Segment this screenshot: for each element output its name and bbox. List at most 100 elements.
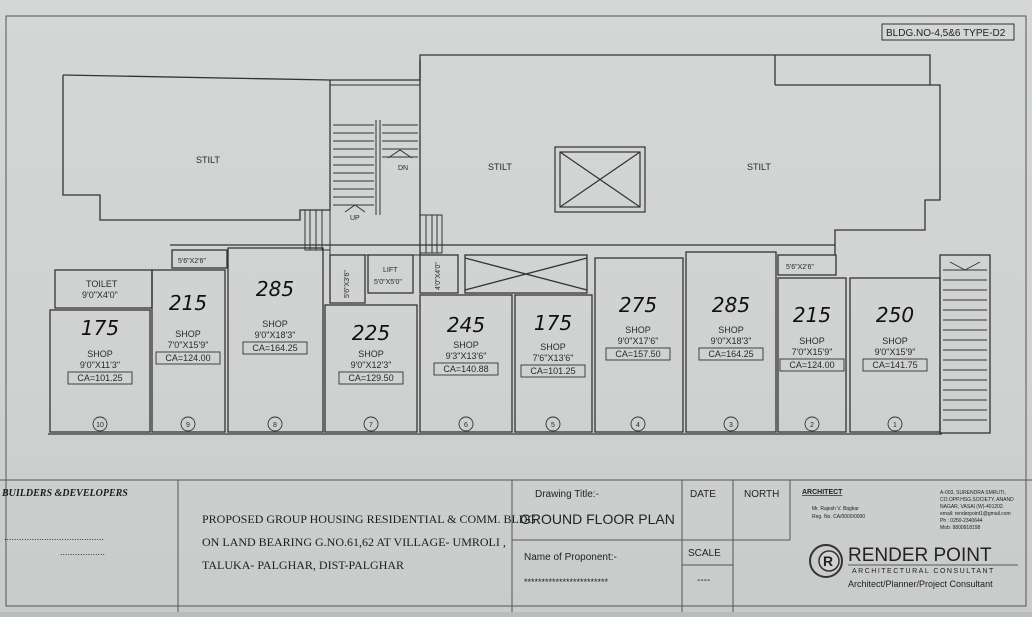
shop-label: SHOP (718, 325, 744, 335)
shop-size: 9'0"X17'6" (618, 336, 659, 346)
shop-carpet-area: CA=129.50 (348, 373, 393, 383)
sheet-border (5, 15, 1027, 607)
architect-address: A-003, SURENDRA SMRUTI, CO.OPP.HSG.SOCIE… (940, 490, 1014, 531)
shop-number: 10 (96, 422, 104, 429)
shop-carpet-area: CA=164.25 (708, 349, 753, 359)
lift-label: LIFT (383, 267, 398, 274)
shop-size: 7'0"X15'9" (792, 347, 833, 357)
address-line: Mob: 9800918198 (940, 525, 981, 531)
shop-number-circle (92, 416, 108, 432)
shop-number-circle (267, 416, 283, 432)
stair-up-label: UP (350, 215, 360, 222)
stilt-label-center: STILT (488, 162, 512, 172)
shop-carpet-area: CA=124.00 (165, 353, 210, 363)
firm-subtitle: ARCHITECTURAL CONSULTANT (852, 568, 995, 575)
staircase (304, 84, 443, 256)
shop-carpet-area: CA=140.88 (443, 364, 488, 374)
drawing-title: GROUND FLOOR PLAN (520, 511, 675, 527)
address-line: Ph : 0250-2340644 (940, 518, 983, 524)
shop-number-circle (804, 416, 820, 432)
shop-size: 7'0"X15'9" (168, 340, 209, 350)
building-type-box (881, 23, 1015, 41)
carpet-area-box (779, 358, 845, 372)
carpet-area-box (242, 341, 308, 355)
firm-services: Architect/Planner/Project Consultant (848, 579, 993, 589)
address-line: email: renderpoint1@gmail.com (940, 511, 1011, 517)
shop-number: 5 (551, 422, 555, 429)
shop-carpet-area: CA=101.25 (77, 373, 122, 383)
shop-number-circle (723, 416, 739, 432)
firm-name: RENDER POINT (848, 545, 992, 566)
project-line-1: PROPOSED GROUP HOUSING RESIDENTIAL & COM… (202, 512, 536, 526)
shop-size: 9'0"X18'3" (711, 336, 752, 346)
project-line-2: ON LAND BEARING G.NO.61,62 AT VILLAGE- U… (202, 535, 506, 549)
shop-number: 7 (369, 422, 373, 429)
architect-label: ARCHITECT (802, 489, 843, 496)
builder-dots-1: ........................................ (4, 532, 104, 542)
logo-letter: R (823, 553, 833, 569)
carpet-area-box (433, 362, 499, 376)
toilet-label: TOILET (86, 279, 118, 289)
shop-handwritten-value: 215 (793, 303, 831, 327)
shop-size: 9'0"X15'9" (875, 347, 916, 357)
firm-logo: R (809, 544, 843, 578)
shop-label: SHOP (175, 329, 201, 339)
duct-size-1: 5'6"X2'6" (178, 258, 206, 265)
shop-number-circle (180, 416, 196, 432)
shop-number-circle (458, 416, 474, 432)
stilt-label-right: STILT (747, 162, 771, 172)
shop-carpet-area: CA=164.25 (252, 343, 297, 353)
architect-name: Mr. Rajesh V. Bagkar (812, 506, 859, 512)
shop-carpet-area: CA=141.75 (872, 360, 917, 370)
carpet-area-box (605, 347, 671, 361)
stair-down-label: DN (398, 165, 408, 172)
carpet-area-box (67, 371, 133, 385)
shop-size: 9'0"X11'3" (80, 360, 120, 370)
shop-label: SHOP (625, 325, 651, 335)
north-label: NORTH (744, 489, 779, 500)
building-type-label: BLDG.NO-4,5&6 TYPE-D2 (886, 28, 1006, 39)
shop-label: SHOP (358, 349, 384, 359)
shop-label: SHOP (262, 319, 288, 329)
shop-size: 9'0"X18'3" (255, 330, 296, 340)
title-block-lines (0, 479, 1032, 612)
shop-label: SHOP (540, 342, 566, 352)
carpet-area-box (338, 371, 404, 385)
shop-size: 9'3"X13'6" (446, 351, 487, 361)
shop-size: 9'0"X12'3" (351, 360, 392, 370)
shop-handwritten-value: 245 (447, 313, 485, 337)
drawing-title-label: Drawing Title:- (535, 489, 599, 500)
shop-number-circle (630, 416, 646, 432)
shop-number-circle (545, 416, 561, 432)
lift-size: 5'0"X5'0" (374, 279, 402, 286)
carpet-area-box (862, 358, 928, 372)
shop-label: SHOP (87, 349, 113, 359)
duct-size-2: 5'6"X3'6" (344, 270, 351, 298)
shop-handwritten-value: 285 (712, 293, 750, 317)
shop-number: 3 (729, 422, 733, 429)
address-line: CO.OPP.HSG.SOCIETY, ANAND (940, 497, 1014, 503)
proponent-label: Name of Proponent:- (524, 552, 617, 563)
shop-handwritten-value: 225 (352, 321, 390, 345)
shop-number: 9 (186, 422, 190, 429)
shop-labels: 175SHOP9'0"X11'3"CA=101.2510215SHOP7'0"X… (67, 277, 928, 432)
shop-carpet-area: CA=101.25 (530, 366, 575, 376)
shop-number: 2 (810, 422, 814, 429)
shop-handwritten-value: 250 (876, 303, 914, 327)
stilt-outline (62, 54, 941, 255)
address-line: NAGAR, VASAI (W)-401202. (940, 504, 1004, 510)
shop-handwritten-value: 175 (534, 311, 572, 335)
address-line: A-003, SURENDRA SMRUTI, (940, 490, 1006, 496)
right-stair-treads (943, 261, 987, 421)
stilt-label-left: STILT (196, 155, 220, 165)
shop-number: 4 (636, 422, 640, 429)
shop-number-circle (363, 416, 379, 432)
builder-dots-2: .................. (60, 547, 105, 557)
builder-label: BUILDERS &DEVELOPERS (1, 488, 128, 499)
shop-label: SHOP (882, 336, 908, 346)
carpet-area-box (698, 347, 764, 361)
duct-size-3: 4'0"X4'0" (435, 262, 442, 290)
shop-carpet-area: CA=124.00 (789, 360, 834, 370)
